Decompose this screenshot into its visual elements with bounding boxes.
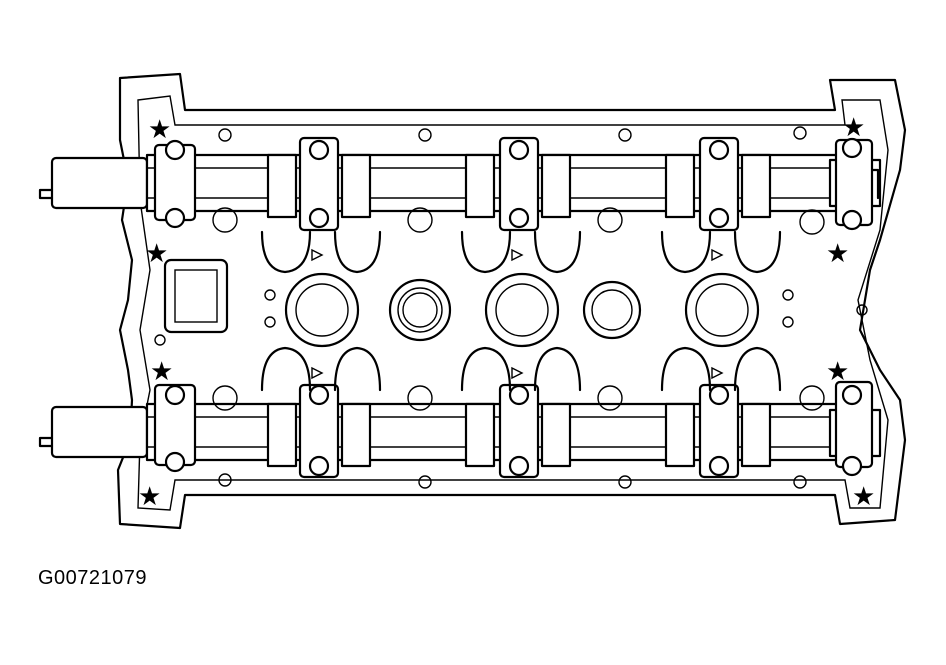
side-cover-plate xyxy=(163,258,229,334)
star-marker: ★ xyxy=(842,113,865,143)
cap-bolts xyxy=(164,137,863,477)
star-marker: ★ xyxy=(138,482,161,512)
cylinder-head-outline xyxy=(116,72,907,530)
head-bolt-holes xyxy=(212,207,825,411)
tightening-star-markers: ★ ★ ★ ★ ★ ★ ★ ★ xyxy=(138,113,875,512)
star-marker: ★ xyxy=(148,115,171,145)
star-marker: ★ xyxy=(826,239,849,269)
spark-plug-wells xyxy=(284,272,760,348)
star-marker: ★ xyxy=(150,357,173,387)
direction-markers xyxy=(311,248,724,380)
lower-bearing-caps xyxy=(153,380,874,479)
star-marker: ★ xyxy=(145,239,168,269)
star-marker: ★ xyxy=(852,482,875,512)
valve-pockets xyxy=(260,230,782,392)
star-marker: ★ xyxy=(826,357,849,387)
figure-id-label: G00721079 xyxy=(38,567,148,589)
perimeter-holes xyxy=(154,126,868,489)
